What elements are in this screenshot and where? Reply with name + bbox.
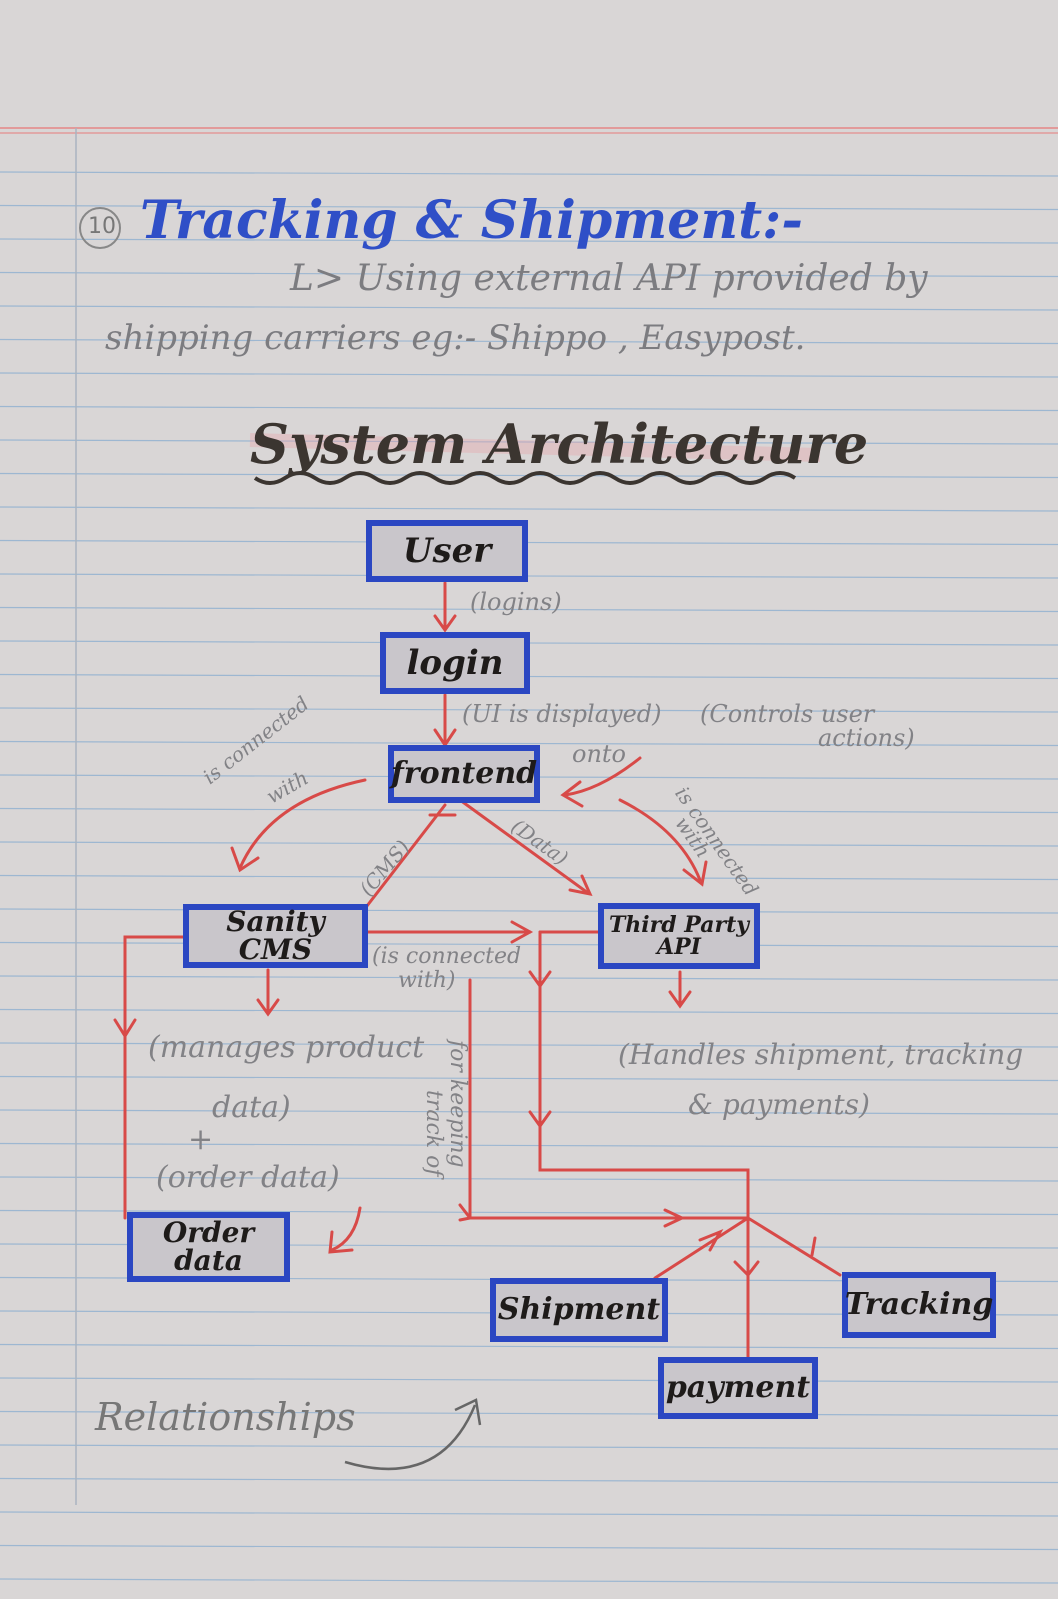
ruled-line [0, 1410, 1058, 1417]
ruled-line [0, 305, 1058, 311]
ruled-line [0, 338, 1058, 345]
ruled-line [0, 539, 1058, 546]
ruled-line [0, 1511, 1058, 1517]
note-line-2: shipping carriers eg:- Shippo , Easypost… [105, 318, 806, 358]
ruled-line [0, 606, 1058, 613]
node-third-party-api: Third Party API [598, 903, 760, 969]
item-number: 10 [88, 214, 116, 239]
label-keeping-track: for keeping [445, 1040, 470, 1168]
ruled-line [0, 975, 1058, 981]
node-sanity-cms: Sanity CMS [183, 904, 368, 968]
label-logins: (logins) [470, 588, 562, 616]
ruled-line [0, 740, 1058, 747]
ruled-line [0, 1578, 1058, 1584]
label-controls: (Controls user [700, 700, 875, 728]
item-number-circle [79, 207, 121, 249]
ruled-line [0, 1209, 1058, 1216]
label-is-connected: (is connected [372, 944, 522, 969]
ruled-line [0, 874, 1058, 881]
ruled-line [0, 171, 1058, 177]
ruled-line [0, 807, 1058, 814]
note-line-1: L> Using external API provided by [290, 258, 928, 299]
label-handles-1: (Handles shipment, tracking [618, 1038, 1024, 1071]
node-payment: payment [658, 1357, 818, 1419]
label-order-data: (order data) [156, 1160, 340, 1195]
ruled-line [0, 1008, 1058, 1015]
diagram-title: System Architecture [250, 412, 869, 476]
ruled-line [0, 908, 1058, 914]
node-login: login [380, 632, 530, 694]
ruled-line [0, 506, 1058, 512]
label-relationships: Relationships [95, 1395, 356, 1439]
ruled-line [0, 1477, 1058, 1484]
label-manages-2: data) [212, 1090, 291, 1125]
node-tracking: Tracking [842, 1272, 996, 1338]
heading-underline [253, 471, 797, 485]
label-controls-2: actions) [818, 724, 915, 752]
ruled-line [0, 204, 1058, 211]
ruled-line [0, 841, 1058, 847]
label-handles-2: & payments) [688, 1088, 870, 1121]
ruled-line [0, 439, 1058, 445]
section-title: Tracking & Shipment:- [140, 190, 803, 251]
ruled-line [0, 1544, 1058, 1551]
ruled-line [0, 372, 1058, 378]
ruled-line [0, 1377, 1058, 1383]
ruled-line [0, 573, 1058, 579]
label-is-connected-2: with) [398, 968, 456, 993]
ruled-line [0, 1444, 1058, 1450]
node-frontend: frontend [388, 745, 540, 803]
node-user: User [366, 520, 528, 582]
ruled-line [0, 1142, 1058, 1149]
ruled-line [0, 707, 1058, 713]
label-plus: + [188, 1122, 214, 1157]
label-onto: onto [572, 740, 626, 768]
ruled-line [0, 405, 1058, 412]
ruled-line [0, 238, 1058, 244]
label-ui-displayed: (UI is displayed) [462, 700, 662, 728]
ruled-line [0, 1176, 1058, 1182]
node-order-data: Order data [127, 1212, 290, 1282]
connectors [113, 581, 842, 1362]
ruled-line [0, 1343, 1058, 1350]
ruled-line [0, 941, 1058, 948]
ruled-line [0, 1042, 1058, 1048]
label-manages-1: (manages product [148, 1030, 425, 1065]
ruled-line [0, 1075, 1058, 1082]
relationships-arrow [344, 1404, 477, 1471]
label-keeping-track-2: track of [421, 1090, 446, 1177]
ruled-line [0, 271, 1058, 278]
node-shipment: Shipment [490, 1278, 668, 1342]
